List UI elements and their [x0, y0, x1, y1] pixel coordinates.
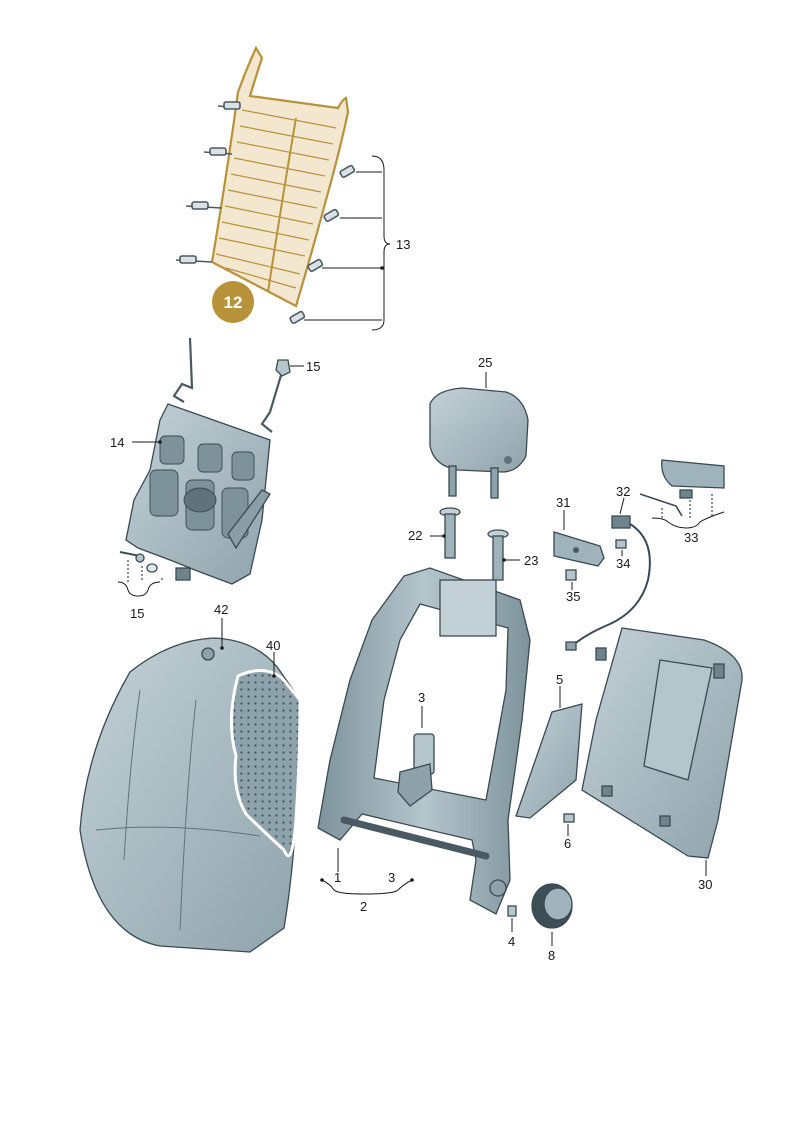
label-6: 6 — [564, 836, 571, 851]
label-23: 23 — [524, 553, 538, 568]
label-4: 4 — [508, 934, 515, 949]
label-32: 32 — [616, 484, 630, 499]
label-31: 31 — [556, 495, 570, 510]
side-trim — [515, 703, 583, 819]
label-12: 12 — [224, 293, 243, 312]
label-2: 2 — [360, 899, 367, 914]
perforated-padding — [230, 669, 302, 858]
backrest-pan — [125, 337, 284, 585]
label-12-badge: 12 — [212, 281, 254, 323]
clip-upper — [275, 359, 291, 377]
label-13: 13 — [396, 237, 410, 252]
guide-sleeve-23 — [487, 529, 509, 581]
headrest — [429, 387, 529, 499]
leader-13 — [304, 155, 391, 331]
label-25: 25 — [478, 355, 492, 370]
screw-34 — [615, 539, 627, 549]
label-8: 8 — [548, 948, 555, 963]
label-14: 14 — [110, 435, 124, 450]
label-3-group: 3 — [388, 870, 395, 885]
label-5: 5 — [556, 672, 563, 687]
back-panel — [581, 627, 743, 859]
label-15-upper: 15 — [306, 359, 320, 374]
label-35: 35 — [566, 589, 580, 604]
label-1: 1 — [334, 870, 341, 885]
label-30: 30 — [698, 877, 712, 892]
label-42: 42 — [214, 602, 228, 617]
label-3: 3 — [418, 690, 425, 705]
label-33: 33 — [684, 530, 698, 545]
label-40: 40 — [266, 638, 280, 653]
bracket-31 — [553, 531, 605, 567]
switch-harness — [565, 515, 651, 661]
screw-6 — [563, 813, 575, 823]
label-15-lower: 15 — [130, 606, 144, 621]
label-22: 22 — [408, 528, 422, 543]
screw-4 — [507, 905, 517, 917]
adjustment-motor — [397, 733, 435, 807]
lumbar-support-mat — [175, 45, 356, 325]
screw-35 — [565, 569, 577, 581]
release-handle — [639, 459, 725, 517]
handwheel — [531, 883, 573, 929]
guide-sleeve-22 — [439, 507, 461, 559]
screws-lower — [119, 551, 158, 573]
label-34: 34 — [616, 556, 630, 571]
